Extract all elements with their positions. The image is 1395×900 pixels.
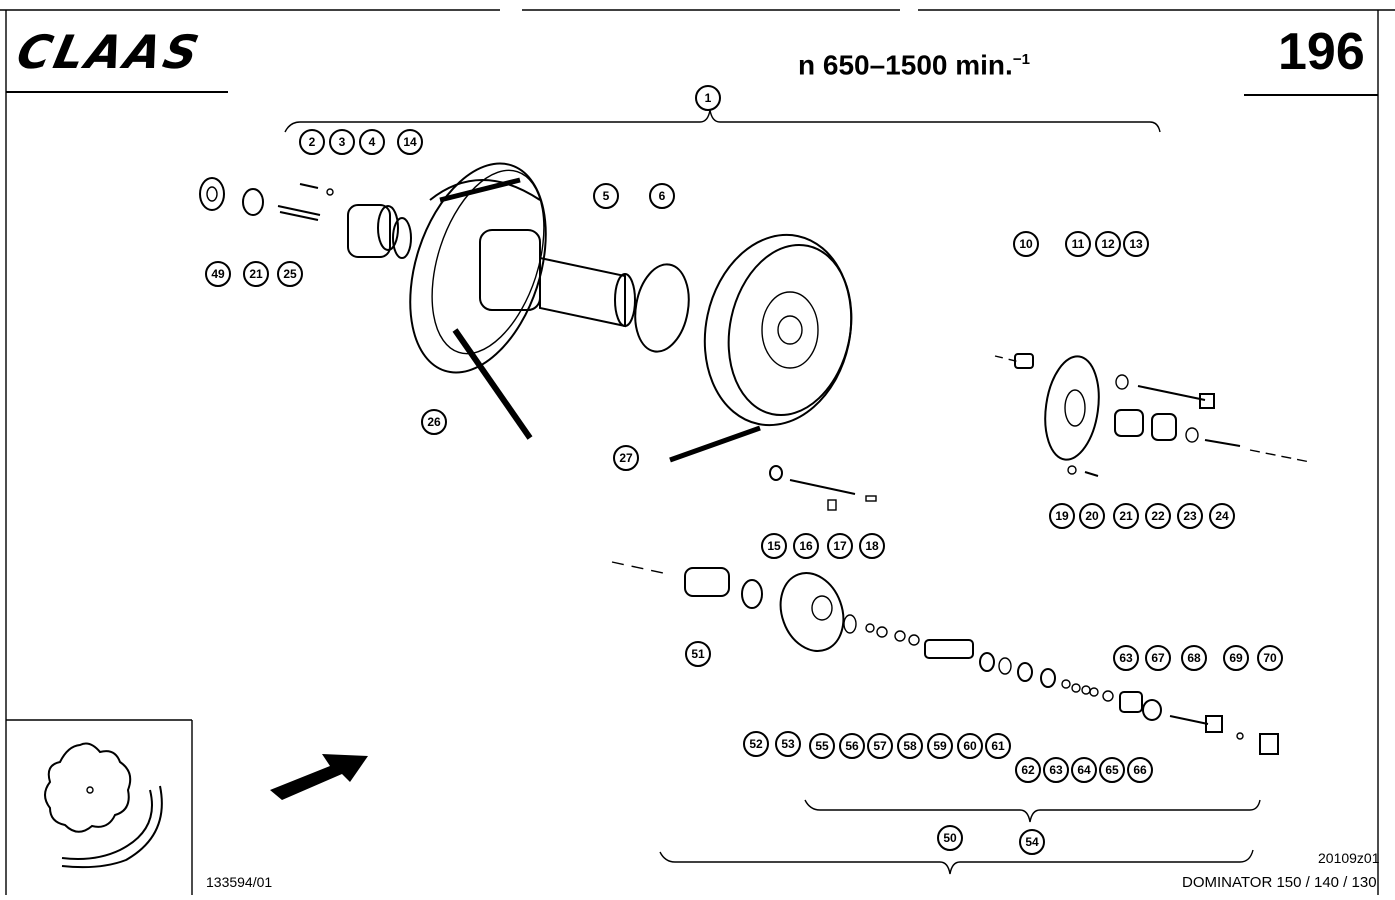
callout-59: 59 [927, 733, 953, 759]
callout-57: 57 [867, 733, 893, 759]
callout-16: 16 [793, 533, 819, 559]
callout-58: 58 [897, 733, 923, 759]
callout-53: 53 [775, 731, 801, 757]
callout-63: 63 [1043, 757, 1069, 783]
speed-exponent: −1 [1012, 51, 1030, 68]
callout-54: 54 [1019, 829, 1045, 855]
flange-assembly [994, 353, 1311, 477]
callout-15: 15 [761, 533, 787, 559]
callout-52: 52 [743, 731, 769, 757]
callout-70: 70 [1257, 645, 1283, 671]
callout-18: 18 [859, 533, 885, 559]
sleeve-and-ring [539, 256, 690, 353]
callout-23: 23 [1177, 503, 1203, 529]
claas-logo: CLAAS [12, 25, 207, 79]
callout-68: 68 [1181, 645, 1207, 671]
callout-60: 60 [957, 733, 983, 759]
callout-4: 4 [359, 129, 385, 155]
callout-14: 14 [397, 129, 423, 155]
document-reference: 133594/01 [206, 874, 273, 890]
callout-51: 51 [685, 641, 711, 667]
callout-13: 13 [1123, 231, 1149, 257]
callout-56: 56 [839, 733, 865, 759]
callout-26: 26 [421, 409, 447, 435]
direction-arrow [270, 754, 368, 800]
callout-21: 21 [243, 261, 269, 287]
callout-20: 20 [1079, 503, 1105, 529]
callout-66: 66 [1127, 757, 1153, 783]
callout-62: 62 [1015, 757, 1041, 783]
callout-6: 6 [649, 183, 675, 209]
callout-3: 3 [329, 129, 355, 155]
callout-11: 11 [1065, 231, 1091, 257]
callout-65: 65 [1099, 757, 1125, 783]
callout-24: 24 [1209, 503, 1235, 529]
callout-61: 61 [985, 733, 1011, 759]
page-number: 196 [1278, 23, 1365, 81]
callout-5: 5 [593, 183, 619, 209]
pin-assembly [769, 465, 877, 511]
callout-49: 49 [205, 261, 231, 287]
callout-25: 25 [277, 261, 303, 287]
callout-17: 17 [827, 533, 853, 559]
callout-2: 2 [299, 129, 325, 155]
callout-69: 69 [1223, 645, 1249, 671]
speed-label: n 650–1500 min.−1 [798, 40, 1030, 85]
callout-10: 10 [1013, 231, 1039, 257]
speed-text: n 650–1500 min. [798, 49, 1013, 81]
callout-67: 67 [1145, 645, 1171, 671]
double-pulley [669, 233, 853, 463]
left-small-parts [199, 177, 412, 259]
callout-19: 19 [1049, 503, 1075, 529]
callout-55: 55 [809, 733, 835, 759]
callout-27: 27 [613, 445, 639, 471]
callout-21b: 21 [1113, 503, 1139, 529]
callout-63b: 63 [1113, 645, 1139, 671]
callout-50: 50 [937, 825, 963, 851]
drawing-reference: 20109z01 [1318, 850, 1380, 866]
model-label: DOMINATOR 150 / 140 / 130 [1182, 874, 1377, 891]
variator-pulley [409, 162, 547, 440]
inset-thumbnail [44, 742, 163, 869]
callout-12: 12 [1095, 231, 1121, 257]
callout-1: 1 [695, 85, 721, 111]
frame-lines [0, 9, 1395, 895]
hub-assembly [611, 561, 1279, 755]
callout-22: 22 [1145, 503, 1171, 529]
callout-64: 64 [1071, 757, 1097, 783]
